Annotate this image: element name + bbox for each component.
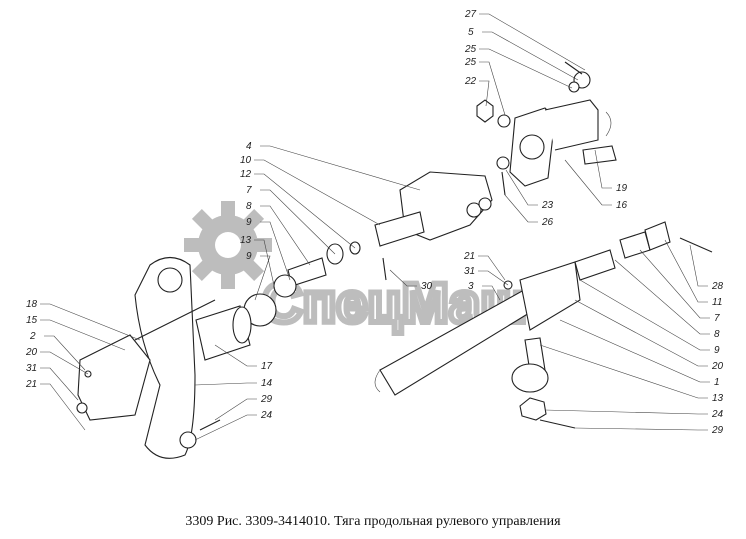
- ball-socket-housing: [243, 171, 493, 327]
- part-label: 10: [240, 155, 252, 166]
- part-label: 1: [714, 377, 720, 388]
- leader-line: [254, 173, 356, 249]
- leader-line: [40, 351, 89, 375]
- leader-line: [544, 409, 708, 415]
- leader-line: [689, 244, 708, 287]
- part-label: 13: [712, 393, 724, 404]
- part-label: 21: [25, 379, 37, 390]
- leader-line: [40, 319, 126, 351]
- part-label: 9: [246, 251, 252, 262]
- leader-line: [564, 159, 612, 206]
- part-label: 21: [463, 251, 475, 262]
- leader-line: [478, 255, 506, 281]
- part-label: 23: [541, 200, 554, 211]
- part-label: 31: [26, 363, 37, 374]
- part-label: 3: [468, 281, 474, 292]
- part-label: 26: [541, 217, 554, 228]
- part-label: 2: [29, 331, 36, 342]
- leader-line: [505, 169, 538, 206]
- leader-line: [482, 31, 579, 81]
- part-label: 11: [712, 297, 722, 308]
- leader-line: [260, 145, 421, 191]
- part-label: 24: [711, 409, 724, 420]
- leader-line: [194, 414, 257, 441]
- gear-icon: [184, 201, 272, 289]
- part-label: 7: [246, 185, 252, 196]
- leader-line: [44, 335, 86, 371]
- longitudinal-rod: [374, 221, 713, 429]
- part-label: 13: [240, 235, 252, 246]
- part-label: 29: [260, 394, 273, 405]
- part-label: 20: [25, 347, 38, 358]
- leader-line: [579, 279, 710, 351]
- part-label: 4: [246, 141, 252, 152]
- leader-line: [214, 398, 257, 421]
- leader-line: [559, 319, 710, 383]
- leader-line: [539, 344, 708, 399]
- leader-line: [479, 80, 490, 107]
- part-label: 16: [616, 200, 628, 211]
- part-label: 12: [240, 169, 252, 180]
- leader-line: [478, 270, 509, 286]
- top-bracket-assembly: [476, 61, 617, 196]
- part-label: 9: [246, 217, 252, 228]
- part-label: 17: [261, 361, 273, 372]
- part-label: 24: [260, 410, 273, 421]
- part-label: 22: [464, 76, 477, 87]
- leader-line: [574, 427, 708, 431]
- leader-line: [479, 61, 506, 116]
- leader-line: [614, 259, 710, 335]
- leader-lines: [40, 13, 710, 441]
- leader-line: [194, 382, 257, 386]
- part-label: 18: [26, 299, 38, 310]
- leader-line: [260, 189, 336, 255]
- part-label: 7: [714, 313, 720, 324]
- leader-line: [40, 367, 79, 401]
- part-label: 30: [421, 281, 433, 292]
- part-label: 15: [26, 315, 38, 326]
- part-label: 20: [711, 361, 724, 372]
- leader-line: [40, 383, 86, 431]
- leader-line: [214, 344, 257, 367]
- part-label: 28: [711, 281, 724, 292]
- leader-line: [260, 221, 291, 281]
- leader-line: [254, 159, 381, 226]
- part-label: 19: [616, 183, 628, 194]
- part-label: 25: [464, 44, 477, 55]
- part-labels: 2752525221916232641012789139301815220312…: [25, 9, 724, 436]
- leader-line: [574, 299, 708, 367]
- leader-line: [254, 239, 276, 291]
- part-label: 29: [711, 425, 724, 436]
- leader-line: [479, 13, 586, 71]
- pitman-arm-assembly: [76, 256, 252, 459]
- part-label: 8: [714, 329, 720, 340]
- leader-line: [504, 194, 538, 223]
- leader-line: [260, 205, 311, 266]
- leader-line: [639, 249, 710, 319]
- leader-line: [479, 48, 573, 89]
- leader-line: [389, 269, 417, 287]
- part-label: 27: [464, 9, 477, 20]
- part-label: 14: [261, 378, 273, 389]
- leader-line: [664, 239, 708, 303]
- leader-line: [40, 303, 141, 341]
- part-label: 5: [468, 27, 474, 38]
- part-label: 9: [714, 345, 720, 356]
- leader-line: [482, 285, 501, 301]
- leader-line: [594, 149, 612, 189]
- leader-line: [254, 255, 271, 301]
- part-label: 8: [246, 201, 252, 212]
- part-label: 31: [464, 266, 475, 277]
- figure-caption: 3309 Рис. 3309-3414010. Тяга продольная …: [185, 514, 561, 529]
- part-label: 25: [464, 57, 477, 68]
